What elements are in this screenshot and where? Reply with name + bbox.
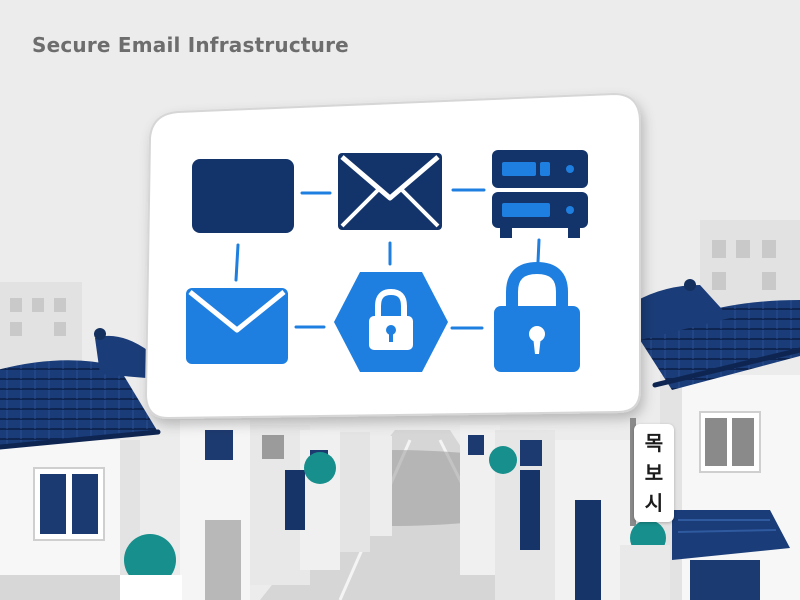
sign-char: 목 <box>644 431 664 455</box>
connectors <box>234 188 541 330</box>
left-buildings <box>180 420 392 600</box>
sign-pole <box>630 418 636 526</box>
sign-char: 보 <box>644 461 664 485</box>
street-sign: 목 보 시 <box>634 424 674 522</box>
left-hanok <box>0 328 182 600</box>
padlock-icon <box>494 261 580 372</box>
page-title: Secure Email Infrastructure <box>32 33 349 57</box>
server-rack-icon <box>492 150 588 238</box>
hexagon-lock-icon <box>334 272 448 372</box>
folder-box-icon <box>192 159 294 233</box>
envelope-icon <box>338 153 442 230</box>
right-buildings <box>460 425 635 600</box>
envelope-icon <box>186 288 288 364</box>
sign-char: 시 <box>644 491 664 515</box>
diagram-card <box>144 92 641 420</box>
right-hanok <box>612 279 800 600</box>
